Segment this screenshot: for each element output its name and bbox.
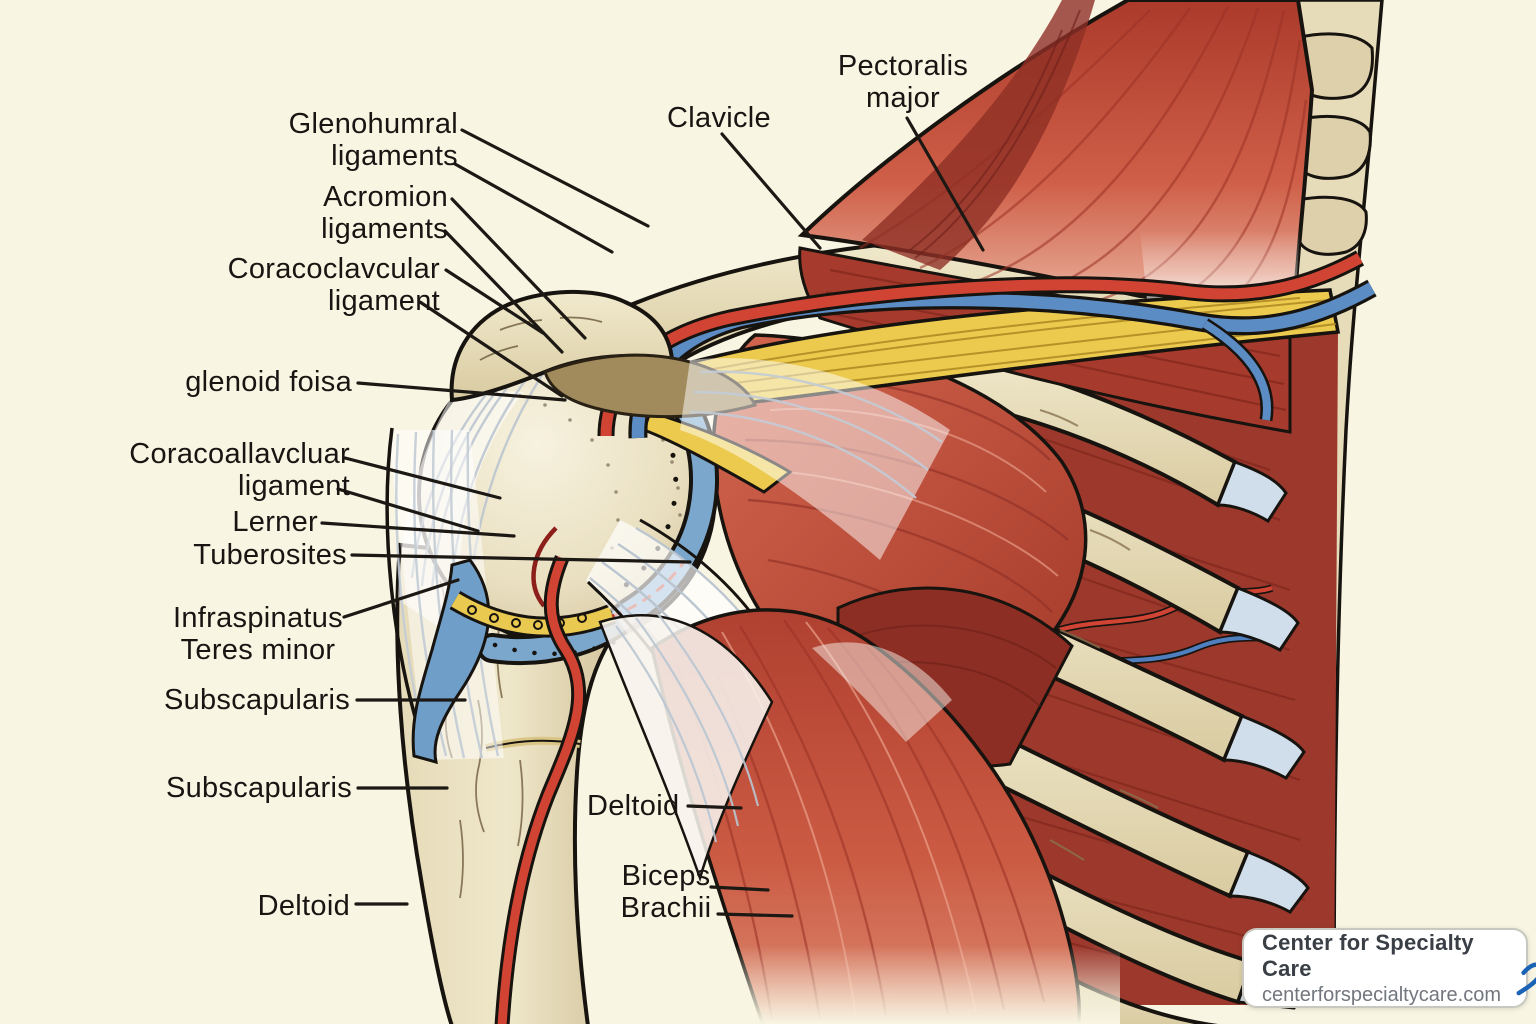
badge-title: Center for Specialty Care xyxy=(1262,929,1474,981)
deltoid-biceps-muscle xyxy=(598,608,1081,1024)
badge-website: centerforspecialtycare.com xyxy=(1262,983,1501,1006)
bottom-fade xyxy=(620,945,1120,1024)
running-person-icon xyxy=(1516,962,1536,996)
watermark-badge: Center for Specialty Care centerforspeci… xyxy=(1242,928,1536,1008)
bursa-and-biceps-anchor xyxy=(411,558,686,765)
brachial-artery xyxy=(494,526,587,1024)
